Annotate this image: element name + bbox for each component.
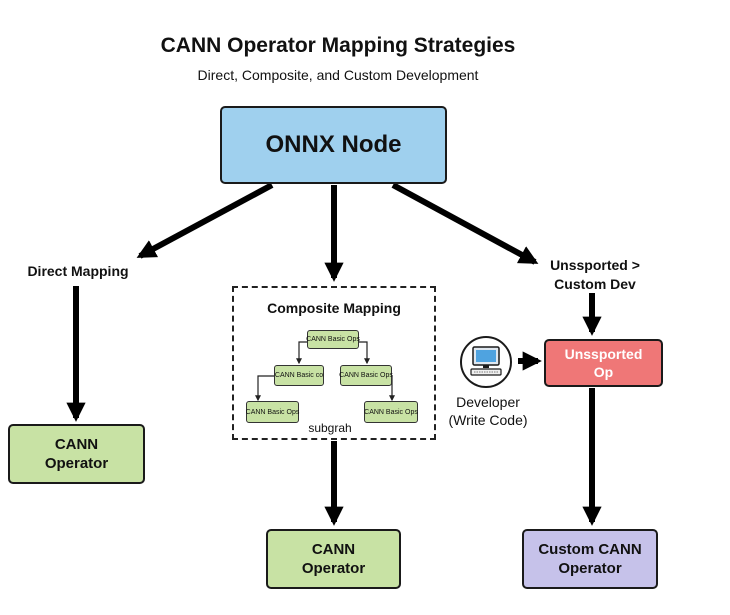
composite-cann-operator-box: CANN Operator bbox=[266, 529, 401, 589]
unsupported-op-line1: Unssported bbox=[564, 345, 643, 362]
subgraph-op-bottom-left: CANN Basic Ops bbox=[246, 401, 299, 423]
developer-label-line1: Developer bbox=[456, 394, 520, 410]
custom-dev-label-line2: Custom Dev bbox=[554, 275, 636, 292]
diagram-title: CANN Operator Mapping Strategies bbox=[160, 34, 516, 57]
direct-mapping-label: Direct Mapping bbox=[27, 263, 129, 279]
custom-operator-line1: Custom CANN bbox=[538, 540, 642, 558]
subgraph-op-left: CANN Basic co bbox=[274, 365, 324, 386]
direct-cann-operator-box: CANN Operator bbox=[8, 424, 145, 484]
diagram-subtitle: Direct, Composite, and Custom Developmen… bbox=[197, 67, 479, 83]
custom-cann-operator-box: Custom CANN Operator bbox=[522, 529, 658, 589]
subgraph-label: subgrah bbox=[308, 421, 352, 435]
subgraph-op-right: CANN Basic Ops bbox=[339, 365, 393, 386]
subgraph-connectors bbox=[255, 341, 395, 402]
developer-label: Developer (Write Code) bbox=[446, 393, 530, 429]
unsupported-op-box: Unssported Op bbox=[544, 339, 663, 387]
composite-mapping-label: Composite Mapping bbox=[267, 300, 401, 316]
onnx-node-box: ONNX Node bbox=[220, 106, 447, 184]
computer-icon bbox=[460, 336, 512, 388]
unsupported-op-line2: Op bbox=[593, 364, 614, 380]
composite-operator-line2: Operator bbox=[301, 560, 366, 577]
arrow-onnx-to-direct bbox=[136, 182, 274, 259]
subgraph-op-root: CANN Basic Ops bbox=[306, 330, 360, 349]
onnx-node-label: ONNX Node bbox=[265, 131, 402, 159]
direct-operator-line1: CANN bbox=[54, 435, 99, 453]
direct-operator-line2: Operator bbox=[44, 455, 109, 472]
composite-operator-line1: CANN bbox=[311, 540, 356, 558]
custom-dev-label: Unssported > Custom Dev bbox=[530, 256, 660, 294]
custom-operator-line2: Operator bbox=[558, 560, 622, 577]
custom-dev-label-line1: Unssported > bbox=[550, 257, 640, 273]
arrow-onnx-to-custom bbox=[391, 182, 539, 265]
composite-subgraph-box bbox=[232, 286, 436, 440]
subgraph-op-bottom-right: CANN Basic Ops bbox=[364, 401, 418, 423]
developer-label-line2: (Write Code) bbox=[448, 412, 528, 429]
